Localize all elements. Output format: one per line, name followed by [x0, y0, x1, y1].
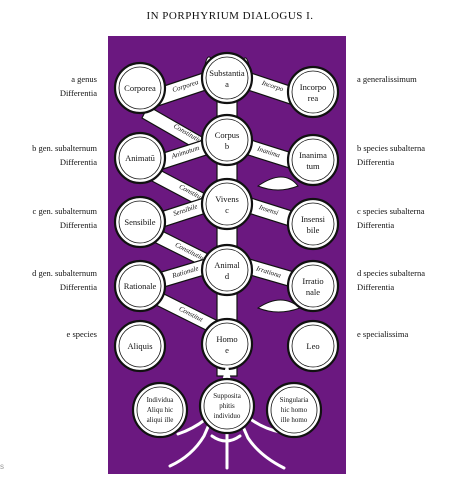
node-corpus: Corpus b: [200, 113, 254, 167]
node-inanimatum-label2: tum: [306, 161, 320, 171]
node-individua-line3: aliqui ille: [147, 416, 174, 424]
left-label-e: e species: [2, 327, 97, 341]
node-leo: Leo: [286, 319, 340, 373]
node-insensibile: Insensi bile: [286, 197, 340, 251]
node-corpus-label: Corpus: [215, 130, 240, 140]
node-substantia-letter: a: [225, 79, 229, 89]
node-singularia-line1: Singularia: [280, 396, 310, 404]
right-label-d: d species subalterna Differentia: [357, 266, 457, 294]
stray-mark: s: [0, 462, 4, 471]
right-label-b: b species subalterna Differentia: [357, 141, 457, 169]
right-label-b-line2: Differentia: [357, 157, 395, 167]
node-irrationale: Irratio nale: [286, 259, 340, 313]
node-insensibile-label: Insensi: [301, 214, 326, 224]
node-incorporea: Incorpo rea: [286, 65, 340, 119]
node-singularia: Singularia hic homo ille homo: [265, 381, 323, 439]
node-substantia: Substantia a: [200, 51, 254, 105]
leaf-ornament-left-2: [256, 176, 299, 191]
node-singularia-line3: ille homo: [281, 416, 308, 424]
node-supposita: Supposita phitis individuo: [198, 377, 256, 435]
node-irrationale-label2: nale: [306, 287, 320, 297]
node-corpus-letter: b: [225, 141, 229, 151]
node-vivens-letter: c: [225, 205, 229, 215]
left-label-c: c gen. subalternum Differentia: [2, 204, 97, 232]
left-label-a-line1: a genus: [71, 74, 97, 84]
node-homo-letter: e: [225, 345, 229, 355]
left-label-c-line2: Differentia: [59, 220, 97, 230]
node-incorporea-label2: rea: [308, 93, 319, 103]
node-supposita-line3: individuo: [214, 412, 241, 420]
left-label-d: d gen. subalternum Differentia: [2, 266, 97, 294]
node-individua-line2: Aliqu hic: [147, 406, 173, 414]
right-label-b-line1: b species subalterna: [357, 143, 425, 153]
right-label-d-line2: Differentia: [357, 282, 395, 292]
node-singularia-line2: hic homo: [281, 406, 308, 414]
right-label-e: e specialissima: [357, 327, 457, 341]
node-vivens-label: Vivens: [215, 194, 239, 204]
right-label-c-line1: c species subalterna: [357, 206, 425, 216]
node-rationale-label: Rationale: [124, 281, 157, 291]
node-sensibile-label: Sensibile: [124, 217, 155, 227]
node-aliquis-label: Aliquis: [127, 341, 152, 351]
node-aliquis: Aliquis: [113, 319, 167, 373]
node-supposita-line1: Supposita: [213, 392, 242, 400]
node-corporea-label: Corporea: [124, 83, 156, 93]
node-rationale: Rationale: [113, 259, 167, 313]
node-homo-label: Homo: [216, 334, 237, 344]
right-label-c: c species subalterna Differentia: [357, 204, 457, 232]
left-label-a-line2: Differentia: [59, 88, 97, 98]
right-label-a: a generalissimum: [357, 72, 457, 86]
node-irrationale-label: Irratio: [302, 276, 323, 286]
node-corporea: Corporea: [113, 61, 167, 115]
node-animatum-label: Animatū: [125, 153, 155, 163]
left-label-c-line1: c gen. subalternum: [32, 206, 97, 216]
node-inanimatum: Inanima tum: [286, 133, 340, 187]
left-label-d-line1: d gen. subalternum: [32, 268, 97, 278]
right-label-e-line1: e specialissima: [357, 329, 409, 339]
left-label-a: a genus Differentia: [2, 72, 97, 100]
node-inanimatum-label: Inanima: [299, 150, 327, 160]
left-label-e-line1: e species: [66, 329, 97, 339]
left-label-b: b gen. subalternum Differentia: [2, 141, 97, 169]
right-label-a-line1: a generalissimum: [357, 74, 417, 84]
node-incorporea-label: Incorpo: [300, 82, 326, 92]
node-leo-label: Leo: [306, 341, 319, 351]
right-label-d-line1: d species subalterna: [357, 268, 425, 278]
node-animal-letter: d: [225, 271, 230, 281]
node-individua-line1: Individua: [147, 396, 175, 404]
left-label-b-line1: b gen. subalternum: [32, 143, 97, 153]
node-animal-label: Animal: [214, 260, 240, 270]
left-label-d-line2: Differentia: [59, 282, 97, 292]
node-substantia-label: Substantia: [209, 68, 245, 78]
right-label-c-line2: Differentia: [357, 220, 395, 230]
node-insensibile-label2: bile: [307, 225, 320, 235]
node-homo: Homo e: [200, 317, 254, 371]
node-animatum: Animatū: [113, 131, 167, 185]
node-sensibile: Sensibile: [113, 195, 167, 249]
node-individua: Individua Aliqu hic aliqui ille: [131, 381, 189, 439]
left-label-b-line2: Differentia: [59, 157, 97, 167]
page-title: IN PORPHYRIUM DIALOGUS I.: [146, 10, 314, 22]
node-animal: Animal d: [200, 243, 254, 297]
node-vivens: Vivens c: [200, 177, 254, 231]
node-supposita-line2: phitis: [219, 402, 235, 410]
porphyrian-tree: .band{fill:#ffffff;stroke:#111;stroke-wi…: [113, 51, 340, 470]
